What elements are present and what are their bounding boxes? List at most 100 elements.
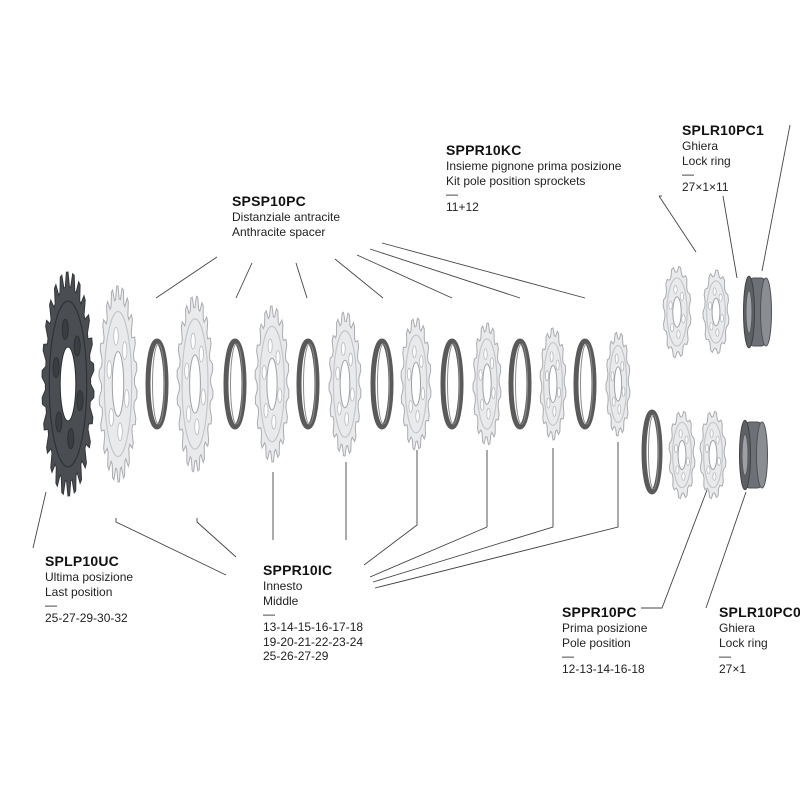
description-it: Insieme pignone prima posizione	[446, 159, 622, 173]
sprocket-cutout	[679, 291, 685, 301]
sprocket-cutout	[684, 435, 689, 445]
sprocket-cutout	[55, 411, 63, 433]
sprocket-cutout	[610, 371, 615, 382]
spacer-ring	[573, 338, 597, 430]
sprocket-cutout	[113, 326, 119, 346]
kit-sprocket-2	[702, 269, 730, 355]
sprocket-cutout	[720, 314, 724, 323]
sprocket-cutout	[706, 465, 711, 475]
sprocket-cutout	[108, 408, 114, 427]
sprocket-cutout	[67, 428, 75, 450]
description-en: Last position	[45, 584, 113, 599]
sprocket-cutout	[483, 348, 488, 361]
leader-line	[196, 518, 237, 558]
sprocket-cutout	[348, 352, 353, 367]
part-code: SPLP10UC	[45, 553, 119, 569]
sprocket-cutout	[194, 418, 200, 436]
sprocket-cutout	[271, 414, 277, 430]
separator: —	[45, 598, 57, 612]
leader-line	[32, 491, 47, 549]
callout-splp10uc: SPLP10UC Ultima posizione Last position …	[45, 552, 133, 626]
sprocket-web	[706, 280, 726, 344]
sprocket-bore	[482, 363, 492, 405]
sprocket-last-position	[41, 271, 95, 497]
spacer-inner-edge	[648, 414, 659, 490]
sprocket-web	[48, 300, 88, 468]
leader-line	[381, 242, 586, 299]
sprocket-cutout	[261, 365, 267, 380]
spacer-inner-edge	[447, 343, 460, 425]
description-it: Distanziale antracite	[232, 210, 341, 224]
sprocket-cutout	[678, 429, 683, 438]
description-it: Ultima posizione	[45, 570, 134, 584]
lockring-27x1x11	[743, 275, 772, 349]
callout-spsp10pc: SPSP10PC Distanziale antracite Anthracit…	[232, 192, 340, 239]
spacer-inner-edge	[377, 343, 390, 425]
sprocket-cutout	[122, 341, 128, 360]
sprocket-cutout	[486, 407, 491, 420]
spacer-inner-edge	[230, 343, 243, 425]
sprocket-cutout	[489, 357, 495, 370]
sprocket-cutout	[669, 323, 675, 333]
sprocket-cutout	[715, 435, 720, 445]
sprocket-cutout	[681, 314, 686, 324]
sprocket-cutout	[52, 356, 60, 378]
sprocket-cutout	[549, 351, 554, 363]
sprocket-cutout	[275, 350, 281, 365]
callout-sppr10pc: SPPR10PC Prima posizione Pole position —…	[562, 603, 647, 677]
spacer-1	[145, 338, 169, 430]
sprocket-cutout	[186, 405, 192, 423]
sprocket-cutout	[673, 285, 678, 295]
sprocket-cutout	[198, 345, 204, 363]
sprocket-cutout	[106, 360, 112, 379]
sprocket-6	[472, 322, 502, 446]
sprocket-cutout	[681, 472, 686, 481]
sprocket-cutout	[419, 355, 424, 368]
sprocket-web	[103, 310, 133, 458]
sprocket-cutout	[617, 404, 622, 415]
sizes-row-3: 25-26-27-29	[263, 649, 329, 663]
sprocket-2	[176, 295, 214, 473]
sprocket-cutout	[621, 386, 626, 397]
sprocket-cutout	[337, 401, 342, 416]
leader-line	[658, 195, 697, 253]
description-en: Middle	[263, 593, 299, 608]
lockring-27x1	[739, 419, 768, 491]
pole-sprocket-1	[668, 410, 696, 500]
spacer-ring	[440, 338, 464, 430]
kit-sprocket-1	[662, 265, 692, 359]
sprocket-cutout	[712, 287, 717, 296]
part-code: SPPR10IC	[263, 562, 333, 578]
sprocket-cutout	[340, 342, 346, 356]
sprocket-8	[605, 331, 631, 437]
sprocket-bore	[613, 366, 623, 402]
spacer-inner-edge	[515, 343, 528, 425]
sprocket-web	[543, 341, 563, 427]
spacer-ring	[296, 338, 320, 430]
description-en: Kit pole position sprockets	[446, 173, 586, 188]
sprocket-cutout	[76, 390, 84, 412]
spacer-inner-edge	[303, 343, 316, 425]
spacer-ring	[641, 409, 663, 495]
leader-line	[369, 450, 488, 578]
sprocket-cutout	[705, 444, 709, 453]
lockring-face	[760, 277, 772, 347]
leader-line	[372, 448, 554, 583]
part-code: SPPR10PC	[562, 604, 637, 620]
sprocket-7	[539, 327, 567, 441]
sprocket-cutout	[675, 465, 680, 475]
sprocket-web	[672, 421, 692, 489]
leader-line	[705, 491, 747, 609]
sprocket-cutout	[686, 457, 690, 466]
spacer-ring	[223, 338, 247, 430]
leader-line	[334, 258, 384, 299]
sprocket-cutout	[184, 362, 190, 380]
separator: —	[263, 607, 275, 621]
sprocket-cutout	[408, 400, 413, 413]
separator: —	[446, 187, 458, 201]
sprocket-cutout	[718, 293, 723, 302]
sprocket-cutout	[412, 345, 417, 359]
lockring-face	[756, 421, 768, 489]
sizes: 12-13-14-16-18	[562, 662, 645, 676]
